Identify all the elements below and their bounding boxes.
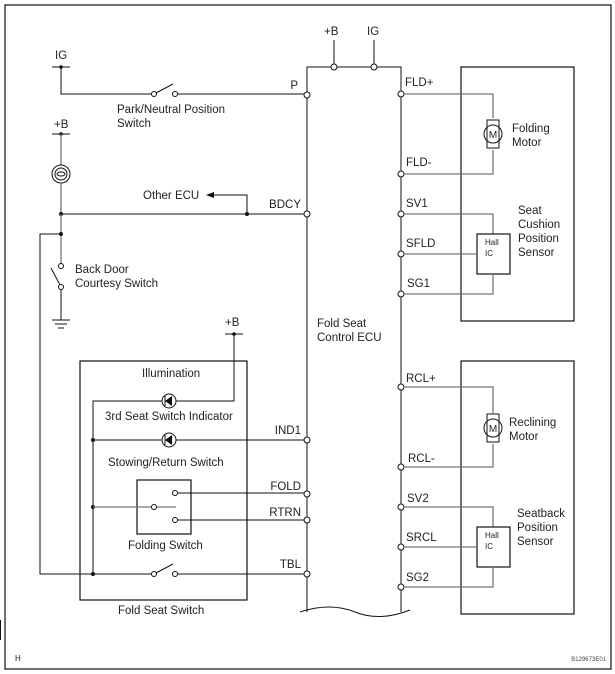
- reclining-motor-label-2: Motor: [509, 431, 539, 443]
- pin-b-label: +B: [324, 26, 339, 38]
- folding-motor-label-2: Motor: [512, 137, 542, 149]
- back-door-courtesy-switch-icon: [50, 263, 64, 290]
- indicator-label: 3rd Seat Switch Indicator: [105, 411, 233, 423]
- back-door-circuit: +B Other ECU Back Door Courtesy Switch: [39, 119, 304, 575]
- ecu-title-2: Control ECU: [317, 332, 382, 344]
- pin-ig-terminal: [370, 63, 378, 71]
- pin-label-fld-minus: FLD-: [406, 157, 432, 169]
- figure-code: B129673E01: [571, 657, 606, 663]
- seat-cushion-box: [460, 66, 575, 322]
- back-door-label-2: Courtesy Switch: [75, 278, 158, 290]
- fold-seat-switch-label: Fold Seat Switch: [118, 605, 204, 617]
- led-stowing-icon: [161, 432, 177, 448]
- pin-ig-label: IG: [367, 26, 379, 38]
- seatback-box: [460, 360, 575, 615]
- pin-terminal: [397, 210, 405, 218]
- ecu-title-1: Fold Seat: [317, 318, 367, 330]
- pin-terminal: [397, 463, 405, 471]
- pin-terminal: [397, 383, 405, 391]
- pin-label-bdcy: BDCY: [269, 199, 301, 211]
- pin-label-rcl-plus: RCL+: [406, 373, 436, 385]
- pin-terminal: [303, 516, 311, 524]
- pin-label-rtrn: RTRN: [269, 507, 301, 519]
- cushion-sensor-label-2: Cushion: [518, 219, 560, 231]
- folding-switch-label: Folding Switch: [128, 540, 203, 552]
- pin-label-fld-plus: FLD+: [405, 77, 434, 89]
- pin-terminal: [303, 91, 311, 99]
- motor-symbol: M: [489, 130, 497, 141]
- seat-cushion-module: M Folding Motor Hall IC Seat Cushion Pos…: [404, 66, 575, 322]
- lamp-icon: [51, 164, 71, 184]
- park-neutral-circuit: IG Park/Neutral Position Switch: [52, 50, 304, 130]
- motor-symbol: M: [489, 424, 497, 435]
- seatback-sensor-label-3: Sensor: [517, 536, 554, 548]
- illumination-label: Illumination: [142, 368, 200, 380]
- ecu-right-pins: FLD+ FLD- SV1 SFLD SG1 RCL+ RCL- SV2 SRC…: [397, 77, 437, 591]
- reclining-motor-label-1: Reclining: [509, 417, 556, 429]
- pin-terminal: [397, 543, 405, 551]
- pin-terminal: [303, 210, 311, 218]
- pin-label-sg2: SG2: [406, 572, 429, 584]
- park-switch-label-2: Switch: [117, 118, 151, 130]
- folding-motor-label-1: Folding: [512, 123, 550, 135]
- pin-terminal: [303, 570, 311, 578]
- pin-label-p: P: [290, 80, 298, 92]
- pin-terminal: [397, 290, 405, 298]
- pin-label-rcl-minus: RCL-: [408, 453, 435, 465]
- b-label-left: +B: [54, 119, 69, 131]
- stowing-label: Stowing/Return Switch: [108, 457, 224, 469]
- pin-terminal: [397, 90, 405, 98]
- hall-label-2: IC: [485, 542, 493, 551]
- ecu-break-line: [299, 606, 411, 617]
- seatback-module: M Reclining Motor Hall IC Seatback Posit…: [404, 360, 575, 615]
- back-door-label-1: Back Door: [75, 264, 129, 276]
- pin-label-ind1: IND1: [275, 425, 301, 437]
- cushion-sensor-label-1: Seat: [518, 205, 542, 217]
- fold-seat-switch-box: [79, 360, 248, 601]
- pin-label-sv2: SV2: [407, 493, 429, 505]
- pin-terminal: [303, 490, 311, 498]
- seatback-sensor-label-2: Position: [517, 522, 558, 534]
- ig-label: IG: [55, 50, 67, 62]
- led-indicator-icon: [161, 393, 177, 409]
- fold-seat-switch: Fold Seat Switch +B Illumination 3rd Sea…: [79, 317, 304, 617]
- ground-icon: [52, 319, 70, 329]
- pin-label-sv1: SV1: [406, 198, 428, 210]
- pin-terminal: [397, 503, 405, 511]
- pin-label-tbl: TBL: [280, 559, 302, 571]
- diagram-frame: [4, 4, 612, 670]
- pin-terminal: [397, 583, 405, 591]
- pin-label-srcl: SRCL: [406, 532, 437, 544]
- pin-b-terminal: [330, 63, 338, 71]
- pin-terminal: [303, 436, 311, 444]
- cushion-sensor-label-4: Sensor: [518, 247, 555, 259]
- park-switch-label-1: Park/Neutral Position: [117, 104, 225, 116]
- hall-label-2: IC: [485, 249, 493, 258]
- cushion-sensor-label-3: Position: [518, 233, 559, 245]
- hall-label-1: Hall: [485, 238, 499, 247]
- ecu-left-pins: P BDCY IND1 FOLD RTRN TBL: [269, 80, 311, 578]
- tbl-switch-icon: [151, 563, 178, 577]
- pin-label-sfld: SFLD: [406, 238, 435, 250]
- pin-terminal: [397, 170, 405, 178]
- pin-terminal: [397, 250, 405, 258]
- fold-seat-control-ecu: Fold Seat Control ECU +B IG: [299, 26, 411, 617]
- other-ecu-label: Other ECU: [143, 190, 199, 202]
- reclining-motor-icon: M: [483, 413, 503, 443]
- arrow-left-icon: [206, 192, 214, 198]
- frame-letter: H: [15, 654, 21, 663]
- folding-motor-icon: M: [483, 119, 503, 149]
- b-label-switch: +B: [225, 317, 240, 329]
- hall-label-1: Hall: [485, 531, 499, 540]
- park-neutral-switch-icon: [151, 83, 178, 97]
- seatback-sensor-label-1: Seatback: [517, 508, 565, 520]
- pin-label-sg1: SG1: [407, 278, 430, 290]
- pin-label-fold: FOLD: [270, 481, 301, 493]
